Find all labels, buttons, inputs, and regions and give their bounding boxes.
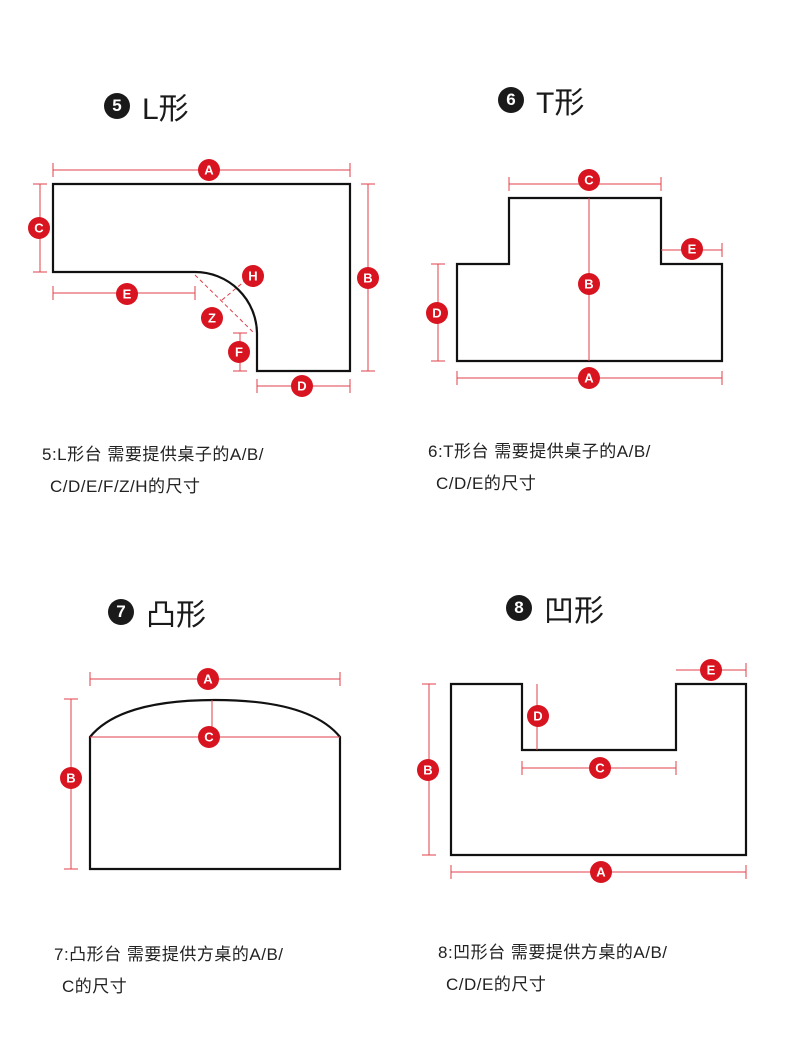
- label-e: E: [116, 283, 138, 305]
- caption-line1: 6:T形台 需要提供桌子的A/B/: [428, 442, 651, 461]
- label-d: D: [291, 375, 313, 397]
- label-c: C: [578, 169, 600, 191]
- label-e: E: [681, 238, 703, 260]
- number-badge: 8: [506, 595, 532, 621]
- number-badge: 7: [108, 599, 134, 625]
- label-d: D: [426, 302, 448, 324]
- label-f: F: [228, 341, 250, 363]
- title-text: L形: [142, 93, 189, 126]
- title-l-shape: 5 L形: [104, 84, 189, 128]
- label-b: B: [578, 273, 600, 295]
- caption-line1: 8:凹形台 需要提供方桌的A/B/: [438, 943, 668, 962]
- title-t-shape: 6 T形: [498, 78, 584, 122]
- svg-text:A: A: [596, 865, 606, 880]
- svg-text:A: A: [204, 163, 214, 178]
- label-b: B: [417, 759, 439, 781]
- caption-line1: 5:L形台 需要提供桌子的A/B/: [42, 445, 264, 464]
- svg-text:Z: Z: [208, 311, 216, 326]
- caption-concave-shape: 8:凹形台 需要提供方桌的A/B/ C/D/E的尺寸: [438, 937, 668, 1001]
- title-concave-shape: 8 凹形: [506, 586, 604, 630]
- label-a: A: [198, 159, 220, 181]
- svg-text:H: H: [248, 269, 257, 284]
- title-text: 凸形: [146, 599, 206, 632]
- caption-line2: C/D/E的尺寸: [446, 975, 547, 994]
- svg-text:D: D: [432, 306, 441, 321]
- label-h: H: [242, 265, 264, 287]
- caption-t-shape: 6:T形台 需要提供桌子的A/B/ C/D/E的尺寸: [428, 436, 651, 500]
- caption-line2: C/D/E/F/Z/H的尺寸: [50, 477, 201, 496]
- svg-text:A: A: [203, 672, 213, 687]
- label-c: C: [589, 757, 611, 779]
- label-z: Z: [201, 307, 223, 329]
- svg-text:C: C: [584, 173, 594, 188]
- caption-line2: C的尺寸: [62, 977, 128, 996]
- svg-text:C: C: [204, 730, 214, 745]
- svg-text:B: B: [66, 771, 75, 786]
- caption-line2: C/D/E的尺寸: [436, 474, 537, 493]
- svg-text:B: B: [423, 763, 432, 778]
- label-c: C: [198, 726, 220, 748]
- label-a: A: [197, 668, 219, 690]
- label-e: E: [700, 659, 722, 681]
- svg-text:B: B: [584, 277, 593, 292]
- svg-text:B: B: [363, 271, 372, 286]
- label-d: D: [527, 705, 549, 727]
- label-b: B: [357, 267, 379, 289]
- svg-text:C: C: [595, 761, 605, 776]
- label-b: B: [60, 767, 82, 789]
- caption-convex-shape: 7:凸形台 需要提供方桌的A/B/ C的尺寸: [54, 939, 284, 1003]
- svg-text:E: E: [123, 287, 132, 302]
- number-badge: 6: [498, 87, 524, 113]
- label-c: C: [28, 217, 50, 239]
- svg-text:A: A: [584, 371, 594, 386]
- svg-text:F: F: [235, 345, 243, 360]
- caption-line1: 7:凸形台 需要提供方桌的A/B/: [54, 945, 284, 964]
- svg-text:E: E: [707, 663, 716, 678]
- caption-l-shape: 5:L形台 需要提供桌子的A/B/ C/D/E/F/Z/H的尺寸: [42, 439, 264, 503]
- label-a: A: [578, 367, 600, 389]
- svg-text:C: C: [34, 221, 44, 236]
- title-text: 凹形: [544, 595, 604, 628]
- l-shape-outline: [51, 182, 352, 373]
- svg-text:D: D: [533, 709, 542, 724]
- title-text: T形: [536, 87, 585, 120]
- svg-text:E: E: [688, 242, 697, 257]
- convex-shape-outline: [88, 698, 342, 871]
- label-a: A: [590, 861, 612, 883]
- svg-text:D: D: [297, 379, 306, 394]
- title-convex-shape: 7 凸形: [108, 590, 206, 634]
- number-badge: 5: [104, 93, 130, 119]
